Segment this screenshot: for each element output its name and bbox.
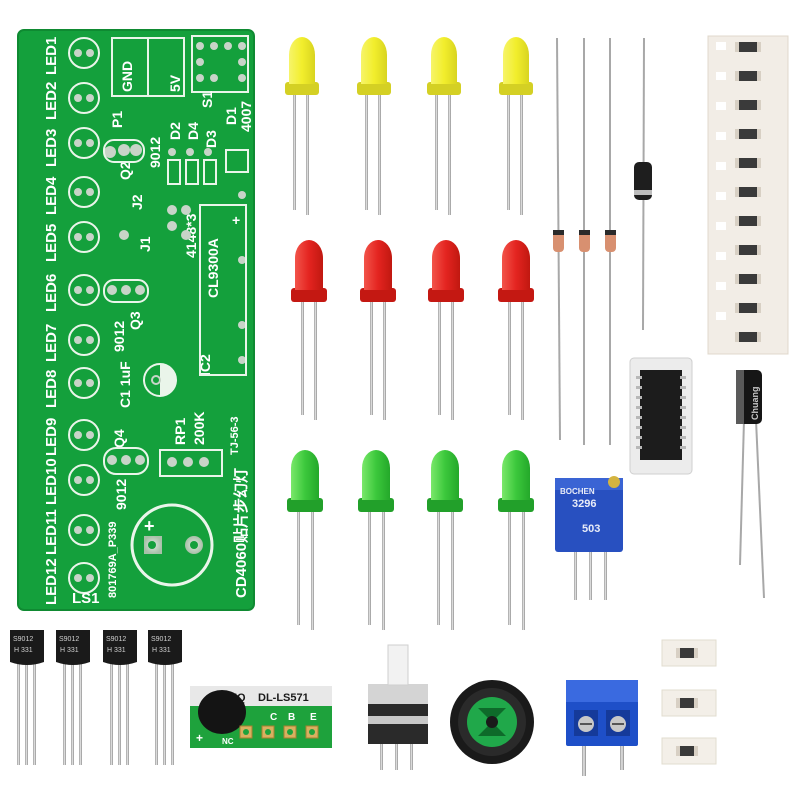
pot-model: 3296: [572, 498, 596, 510]
yellow-led: [427, 37, 461, 215]
rp1-label: RP1: [172, 418, 188, 445]
led-label-5: LED5: [43, 224, 60, 262]
9012-label-c: 9012: [113, 479, 129, 510]
smd-ic-chip: [629, 357, 693, 475]
pcb-board: LED1 LED2 LED3 LED4 LED5 LED6 LED7 LED8 …: [17, 29, 255, 611]
diode-code-label: 4148*3: [183, 213, 199, 258]
smd-resistor-tape: [707, 35, 789, 355]
led-label-2: LED2: [43, 82, 60, 120]
yellow-led: [285, 37, 319, 215]
d3-label: D3: [203, 130, 219, 148]
electrolytic-capacitor: Chuang: [736, 370, 765, 599]
red-led: [360, 240, 396, 420]
capacitor-brand: Chuang: [750, 387, 760, 421]
red-led: [428, 240, 464, 420]
led-label-7: LED7: [43, 324, 60, 362]
s1-label: S1: [199, 91, 215, 108]
d4-label: D4: [185, 122, 201, 140]
terminal-block: [566, 680, 638, 776]
transistor-part: S9012: [151, 636, 171, 643]
green-led: [358, 450, 394, 630]
led-label-6: LED6: [43, 274, 60, 312]
module-text: DL-LS571: [258, 692, 309, 704]
yellow-led: [499, 37, 533, 215]
d1-label: D1: [223, 107, 239, 125]
red-leds: [291, 240, 534, 420]
led-label-9: LED9: [43, 418, 60, 456]
transistor: S9012 H 331: [10, 630, 44, 765]
red-led: [291, 240, 327, 420]
buzzer-module: DIQ DL-LS571 + NC C B E: [190, 686, 332, 748]
transistor: S9012 H 331: [148, 630, 182, 765]
rectifier-diode: [634, 37, 652, 331]
led-label-8: LED8: [43, 370, 60, 408]
transistor-part: S9012: [106, 636, 126, 643]
9012-label-b: 9012: [111, 321, 127, 352]
q3-label: Q3: [127, 311, 143, 330]
green-led: [498, 450, 534, 630]
j2-label: J2: [129, 194, 145, 210]
d2-label: D2: [167, 122, 183, 140]
5v-label: 5V: [167, 74, 183, 92]
9012-label-a: 9012: [147, 137, 163, 168]
module-pin-c: C: [270, 712, 277, 723]
push-switch: [368, 644, 428, 770]
svg-text:+: +: [144, 516, 155, 536]
transistor-part: S9012: [13, 636, 33, 643]
svg-text:+: +: [232, 212, 240, 228]
200k-label: 200K: [191, 412, 207, 445]
yellow-leds: [285, 37, 533, 215]
module-pin-e: E: [310, 712, 317, 723]
transistor-code: H 331: [60, 647, 79, 654]
red-led: [498, 240, 534, 420]
green-leds: [287, 450, 534, 630]
led-footprints: [68, 37, 100, 594]
ls1-label: LS1: [72, 590, 100, 607]
q4-label: Q4: [111, 429, 127, 448]
pot-brand: BOCHEN: [560, 487, 595, 496]
transistor: S9012 H 331: [103, 630, 137, 765]
signal-diodes: [553, 37, 616, 445]
p1-label: P1: [109, 111, 125, 128]
led-label-3: LED3: [43, 129, 60, 167]
pot-value: 503: [582, 523, 600, 535]
ic1-label: CL9300A: [205, 238, 221, 298]
4007-label: 4007: [238, 101, 254, 132]
q2-label: Q2: [117, 161, 133, 180]
transistor-code: H 331: [14, 647, 33, 654]
board-code-label: 801769A_P339: [107, 522, 119, 598]
transistors: S9012 H 331 S9012 H 331 S9012 H 331 S901…: [10, 630, 182, 765]
transistor-code: H 331: [107, 647, 126, 654]
product-label: CD4060贴片步幻灯: [232, 468, 250, 598]
module-nc: NC: [222, 737, 234, 746]
yellow-led: [357, 37, 391, 215]
gnd-label: GND: [119, 61, 135, 92]
transistor: S9012 H 331: [56, 630, 90, 765]
version-label: TJ-56-3: [229, 416, 241, 455]
module-plus: +: [196, 731, 203, 745]
transistor-code: H 331: [152, 647, 171, 654]
transistor-part: S9012: [59, 636, 79, 643]
led-label-4: LED4: [43, 176, 60, 215]
j1-label: J1: [137, 236, 153, 252]
led-label-12: LED12: [43, 558, 60, 605]
c1-label: C1 1uF: [117, 361, 133, 408]
led-label-1: LED1: [43, 37, 60, 75]
led-label-11: LED11: [43, 509, 60, 555]
green-led: [427, 450, 463, 630]
trimmer-potentiometer: BOCHEN 3296 503: [555, 476, 623, 600]
led-label-10: LED10: [43, 458, 60, 505]
green-led: [287, 450, 323, 630]
module-pin-b: B: [288, 712, 295, 723]
buzzer: [450, 680, 534, 764]
loose-smd-resistors: [661, 639, 717, 765]
